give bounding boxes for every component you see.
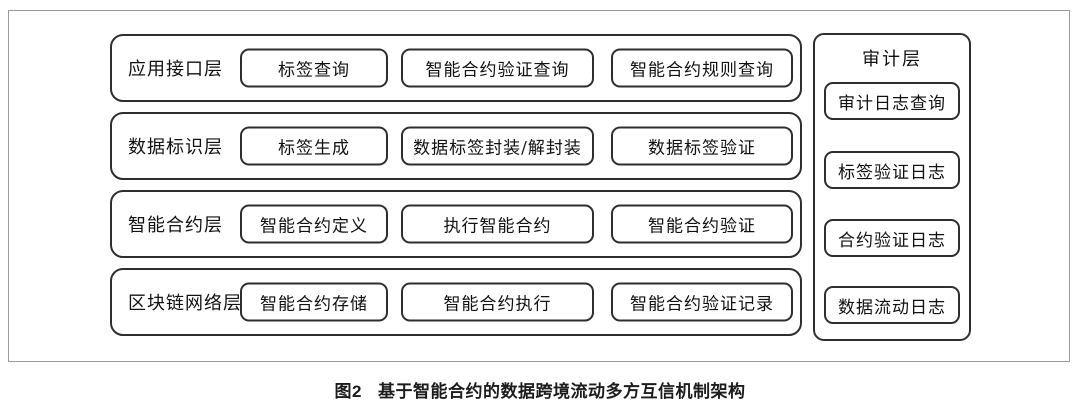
layer-label: 应用接口层 xyxy=(128,59,223,80)
figure-caption-text: 基于智能合约的数据跨境流动多方互信机制架构 xyxy=(377,382,746,401)
diagram-node: 智能合约执行 xyxy=(401,282,594,322)
diagram-node: 标签生成 xyxy=(240,126,388,166)
diagram-node: 标签查询 xyxy=(240,48,388,88)
diagram-node: 智能合约规则查询 xyxy=(611,48,793,88)
layer-row-data-identification: 数据标识层 标签生成 数据标签封装/解封装 数据标签验证 xyxy=(110,112,802,180)
audit-node: 标签验证日志 xyxy=(824,151,960,189)
layer-row-smart-contract: 智能合约层 智能合约定义 执行智能合约 智能合约验证 xyxy=(110,190,802,258)
audit-node: 审计日志查询 xyxy=(824,82,960,120)
figure-caption: 图2 基于智能合约的数据跨境流动多方互信机制架构 xyxy=(0,377,1080,402)
audit-layer-title: 审计层 xyxy=(862,49,922,70)
diagram-node: 执行智能合约 xyxy=(401,204,594,244)
diagram-node: 智能合约存储 xyxy=(240,282,388,322)
layer-label: 区块链网络层 xyxy=(128,293,242,314)
diagram-node: 智能合约验证查询 xyxy=(401,48,594,88)
audit-node: 数据流动日志 xyxy=(824,286,960,324)
figure-caption-number: 图2 xyxy=(334,382,362,401)
diagram-node: 智能合约验证记录 xyxy=(611,282,793,322)
diagram-node: 数据标签验证 xyxy=(611,126,793,166)
diagram-node: 数据标签封装/解封装 xyxy=(401,126,594,166)
diagram-node: 智能合约验证 xyxy=(611,204,793,244)
audit-layer-panel: 审计层 审计日志查询 标签验证日志 合约验证日志 数据流动日志 xyxy=(813,33,971,341)
layer-label: 智能合约层 xyxy=(128,215,223,236)
diagram-node: 智能合约定义 xyxy=(240,204,388,244)
layer-label: 数据标识层 xyxy=(128,137,223,158)
audit-node: 合约验证日志 xyxy=(824,219,960,257)
layer-row-blockchain-network: 区块链网络层 智能合约存储 智能合约执行 智能合约验证记录 xyxy=(110,268,802,336)
layer-row-application-interface: 应用接口层 标签查询 智能合约验证查询 智能合约规则查询 xyxy=(110,34,802,102)
